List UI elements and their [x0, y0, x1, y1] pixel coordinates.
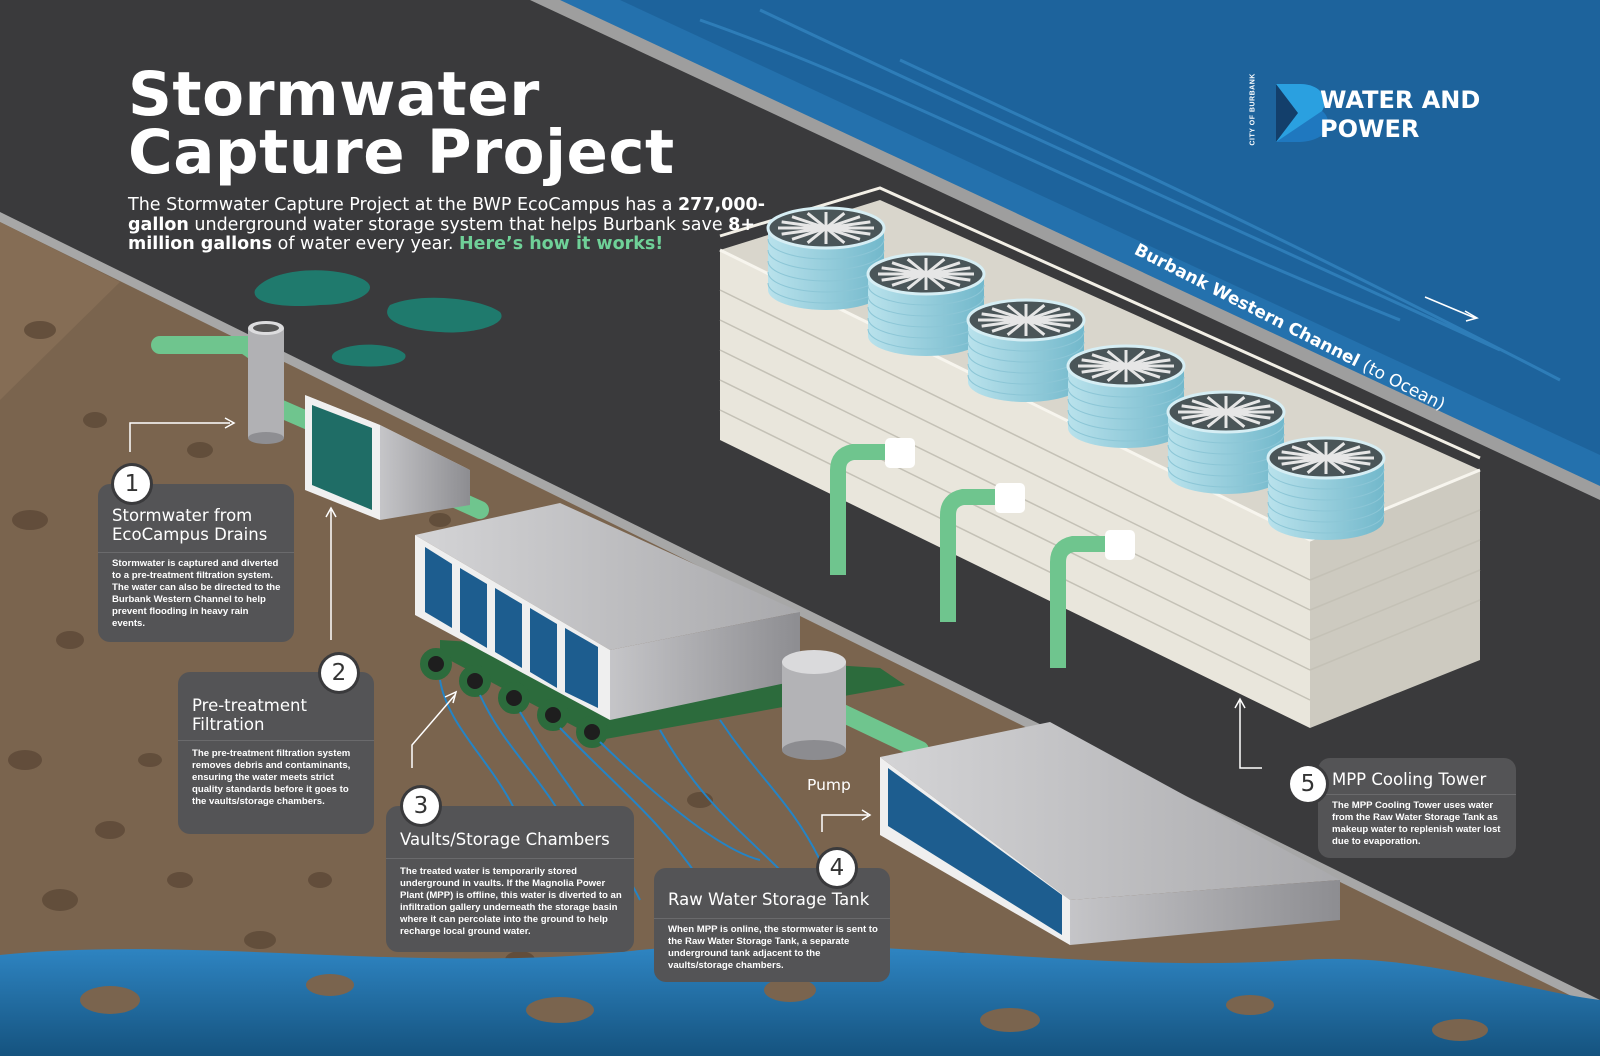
- logo-text: WATER AND POWER: [1320, 86, 1480, 144]
- logo-line-2: POWER: [1320, 115, 1420, 143]
- intro-part-3: of water every year.: [272, 234, 460, 254]
- cooling-fan-2: [866, 252, 986, 356]
- bwp-logo: CITY OF BURBANK WATER AND POWER: [1246, 73, 1516, 148]
- cooling-fan-1: [766, 206, 886, 310]
- pipe-flanges: [885, 438, 1135, 560]
- step-3-callout: Vaults/Storage Chambers The treated wate…: [386, 806, 634, 952]
- step-5-callout: MPP Cooling Tower The MPP Cooling Tower …: [1318, 758, 1516, 858]
- logo-line-1: WATER AND: [1320, 86, 1481, 114]
- step-5-body: The MPP Cooling Tower uses water from th…: [1332, 800, 1501, 847]
- step-1-body: Stormwater is captured and diverted to a…: [112, 558, 281, 629]
- divider: [654, 918, 890, 919]
- pretreatment-box: [305, 395, 470, 520]
- step-1-title: Stormwater from EcoCampus Drains: [112, 506, 267, 544]
- intro-text: The Stormwater Capture Project at the BW…: [128, 195, 768, 255]
- intro-part-1: The Stormwater Capture Project at the BW…: [128, 195, 678, 215]
- step-4-number: 4: [819, 850, 855, 886]
- step-5-title: MPP Cooling Tower: [1332, 770, 1487, 789]
- divider: [1318, 794, 1516, 795]
- step-3-number: 3: [403, 788, 439, 824]
- step-5-number: 5: [1290, 766, 1326, 802]
- step-4-callout: Raw Water Storage Tank When MPP is onlin…: [654, 868, 890, 982]
- logo-city-label: CITY OF BURBANK: [1246, 73, 1260, 148]
- divider: [386, 858, 634, 859]
- intro-part-2: underground water storage system that he…: [188, 214, 729, 235]
- manifold-outlets: [420, 648, 608, 748]
- surface-puddles: [254, 270, 502, 367]
- step-2-body: The pre-treatment filtration system remo…: [192, 748, 351, 807]
- cooling-fan-3: [966, 298, 1086, 402]
- step-2-number: 2: [321, 655, 357, 691]
- title-line-2: Capture Project: [128, 117, 675, 188]
- pump-label: Pump: [807, 776, 851, 794]
- raw-water-tank: [880, 722, 1340, 945]
- intro-highlight: Here’s how it works!: [459, 234, 664, 254]
- step-2-title: Pre-treatment Filtration: [192, 696, 307, 734]
- intro-savings: 8+ million gallons: [128, 214, 756, 254]
- cooling-fan-4: [1066, 344, 1186, 448]
- step-4-body: When MPP is online, the stormwater is se…: [668, 924, 878, 971]
- pump: [782, 650, 846, 760]
- burbank-western-channel: [530, 0, 1600, 500]
- step-1-callout: Stormwater from EcoCampus Drains Stormwa…: [98, 484, 294, 642]
- step-3-title: Vaults/Storage Chambers: [400, 830, 610, 849]
- step-1-title-line-2: EcoCampus Drains: [112, 525, 268, 544]
- step-2-title-line-2: Filtration: [192, 715, 265, 734]
- bwp-logo-mark: [1276, 84, 1329, 142]
- drain-inlet: [248, 321, 284, 444]
- makeup-pipes: [830, 444, 1105, 668]
- step-4-title: Raw Water Storage Tank: [668, 890, 870, 909]
- step-1-title-line-1: Stormwater from: [112, 506, 253, 525]
- cooling-fan-5: [1166, 390, 1286, 494]
- intro-capacity: 277,000-gallon: [128, 195, 765, 235]
- title-line-1: Stormwater: [128, 59, 540, 130]
- divider: [178, 740, 374, 741]
- cooling-fans: [766, 206, 1386, 540]
- logo-city-text: CITY OF BURBANK: [1249, 73, 1257, 146]
- step-3-body: The treated water is temporarily stored …: [400, 866, 622, 937]
- callout-arrows: [129, 296, 1479, 832]
- step-2-title-line-1: Pre-treatment: [192, 696, 307, 715]
- page-title: Stormwater Capture Project: [128, 59, 675, 188]
- step-2-callout: Pre-treatment Filtration The pre-treatme…: [178, 672, 374, 834]
- cooling-fan-6: [1266, 436, 1386, 540]
- divider: [98, 552, 294, 553]
- step-1-number: 1: [114, 466, 150, 502]
- vault-chambers: [415, 503, 800, 720]
